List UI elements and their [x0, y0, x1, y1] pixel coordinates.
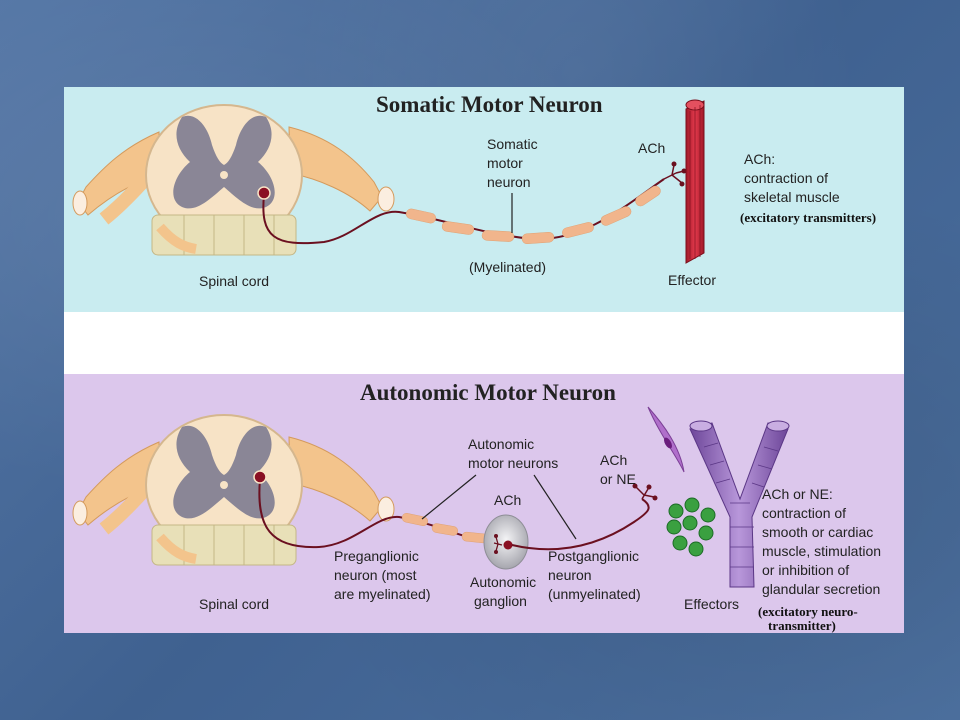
- autonomic-note-2: contraction of: [762, 505, 846, 521]
- figure: Somatic Motor Neuron: [64, 87, 904, 633]
- somatic-myelinated-label: (Myelinated): [469, 259, 546, 275]
- autonomic-pointer-right: [533, 474, 577, 540]
- preganglionic-label-3: are myelinated): [334, 586, 431, 602]
- autonomic-title: Autonomic Motor Neuron: [360, 380, 616, 405]
- blood-vessel-icon: [689, 420, 790, 588]
- skeletal-muscle-icon: [685, 99, 705, 264]
- effectors-label: Effectors: [684, 596, 739, 612]
- somatic-neuron-label-2: motor: [487, 155, 523, 171]
- autonomic-note-3: smooth or cardiac: [762, 524, 873, 540]
- autonomic-neurons-label-2: motor neurons: [468, 455, 558, 471]
- somatic-title: Somatic Motor Neuron: [376, 92, 603, 117]
- smooth-muscle-nucleus-icon: [664, 437, 672, 449]
- autonomic-note-6: glandular secretion: [762, 581, 880, 597]
- autonomic-note-1: ACh or NE:: [762, 486, 833, 502]
- autonomic-note-5: or inhibition of: [762, 562, 849, 578]
- somatic-neuron-label-1: Somatic: [487, 136, 538, 152]
- autonomic-spinal-cord-label: Spinal cord: [199, 596, 269, 612]
- postganglionic-label-1: Postganglionic: [548, 548, 639, 564]
- somatic-transmitters-label: (excitatory transmitters): [740, 210, 876, 225]
- postganglionic-axon: [511, 483, 658, 551]
- ganglion-label-2: ganglion: [474, 593, 527, 609]
- somatic-spinal-cord-label: Spinal cord: [199, 273, 269, 289]
- autonomic-transmitters-label-2: transmitter): [768, 618, 836, 633]
- preganglionic-label-2: neuron (most: [334, 567, 417, 583]
- somatic-effector-label: Effector: [668, 272, 716, 288]
- ganglion-label-1: Autonomic: [470, 574, 536, 590]
- autonomic-ganglion-icon: [483, 514, 529, 570]
- autonomic-pointer-left: [421, 474, 477, 520]
- somatic-neuron-label-3: neuron: [487, 174, 531, 190]
- somatic-axon: [257, 161, 687, 245]
- autonomic-ach-ne-label-2: or NE: [600, 471, 636, 487]
- preganglionic-axon: [253, 470, 495, 549]
- postganglionic-label-3: (unmyelinated): [548, 586, 641, 602]
- neuron-diagram: Somatic Motor Neuron: [64, 87, 904, 633]
- postganglionic-label-2: neuron: [548, 567, 592, 583]
- autonomic-neurons-label-1: Autonomic: [468, 436, 534, 452]
- autonomic-note-4: muscle, stimulation: [762, 543, 881, 559]
- somatic-ach-label: ACh: [638, 140, 665, 156]
- autonomic-ach-ne-label-1: ACh: [600, 452, 627, 468]
- ganglion-ach-label: ACh: [494, 492, 521, 508]
- somatic-note-1: ACh:: [744, 151, 775, 167]
- somatic-note-2: contraction of: [744, 170, 828, 186]
- gland-cells-icon: [666, 497, 716, 557]
- preganglionic-label-1: Preganglionic: [334, 548, 419, 564]
- autonomic-transmitters-label-1: (excitatory neuro-: [758, 604, 858, 619]
- somatic-note-3: skeletal muscle: [744, 189, 840, 205]
- panel-gap: [64, 312, 904, 374]
- autonomic-spinal-cord: [72, 414, 395, 566]
